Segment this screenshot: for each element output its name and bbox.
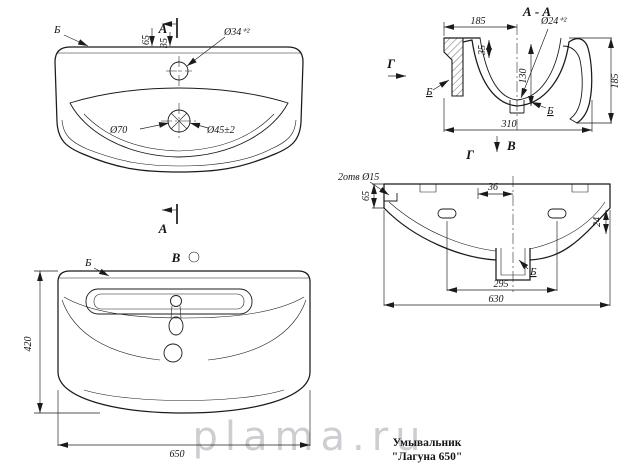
section-title: А - А [522, 4, 552, 19]
leader-dia70 [139, 122, 170, 130]
dim-label-65: 65 [141, 35, 152, 45]
leader-b [518, 259, 529, 270]
leader-dia24 [520, 28, 549, 99]
top-notch-left [419, 184, 437, 193]
dim-label-185-top: 185 [471, 16, 486, 27]
dim-label-dia45: Ø45±2 [206, 125, 235, 136]
surface-label-b1: Б [425, 86, 433, 98]
inner-bottom-arc [61, 119, 297, 167]
product-title-line1: Умывальник [393, 437, 462, 449]
basin-inner-arc [83, 113, 275, 152]
section-a-a-view: А - А 185 Ø24⁺² 35 130 185 310 Г Б Б В [386, 4, 621, 153]
left-step [384, 193, 398, 202]
dim-label-130: 130 [518, 69, 529, 84]
dim-label-65: 65 [361, 191, 372, 201]
holes-note-label: 2отв Ø15 [338, 172, 379, 183]
view-label-v: В [506, 138, 516, 153]
dim-label-420: 420 [23, 337, 34, 352]
leader-b1 [432, 79, 450, 91]
bowl-sweep-right [207, 299, 307, 361]
title-block: Умывальник "Лагуна 650" [392, 437, 463, 463]
dim-label-dia24: Ø24⁺² [540, 16, 568, 27]
leader-dia34 [186, 36, 226, 67]
front-rim-outer [568, 38, 593, 124]
drain-front [163, 343, 183, 363]
ext-630 [383, 210, 611, 306]
dim-label-295: 295 [494, 279, 509, 290]
faucet-centerlines [166, 56, 192, 86]
dim-label-630: 630 [489, 294, 504, 305]
front-outline [57, 270, 311, 414]
dim-label-650: 650 [170, 449, 185, 460]
overflow-slot [93, 293, 245, 310]
ext-185-right [569, 37, 612, 124]
bottom-shadow-arc [83, 389, 285, 401]
view-v-front: В Б 420 650 [23, 250, 311, 460]
view-label-g: Г [386, 56, 395, 71]
back-apron-hatched [443, 37, 464, 97]
sink-outline [54, 46, 304, 173]
mount-slot-left [437, 208, 457, 219]
faucet-stem [170, 305, 182, 319]
product-title-line2: "Лагуна 650" [392, 451, 463, 463]
drain-outlet [509, 100, 525, 114]
front-rim-inner [562, 45, 583, 124]
faucet-body [168, 316, 184, 336]
top-notch-right [571, 184, 589, 193]
leader-b [93, 267, 110, 277]
drain-centerlines [161, 103, 197, 139]
ext-650 [57, 390, 311, 446]
ext-310 [443, 98, 593, 132]
dim-label-185-right: 185 [610, 74, 621, 89]
surface-label-b: Б [53, 24, 61, 36]
bottom-arc-left [383, 207, 497, 261]
ext-295 [446, 221, 558, 291]
dim-label-dia70: Ø70 [109, 125, 127, 136]
dim-label-dia34: Ø34⁺² [223, 27, 251, 38]
bowl-arc-1 [63, 296, 305, 319]
dim-label-310: 310 [501, 119, 517, 130]
watermark-text: plama.ru [192, 414, 427, 460]
dim-label-35: 35 [477, 45, 488, 56]
bottom-arc-right [529, 207, 611, 261]
top-plan-view: Б Ø34⁺² 65 35 А А Ø70 Ø45±2 [53, 18, 304, 236]
dim-label-35: 35 [159, 38, 170, 49]
view-g-underside: Г 2отв Ø15 36 65 24 295 630 Б [338, 147, 611, 308]
faucet-hole-front [170, 295, 182, 307]
surface-label-b2: Б [546, 105, 554, 117]
leader-b [63, 34, 89, 47]
dim-label-36: 36 [487, 182, 498, 193]
surface-label-b: Б [529, 266, 537, 278]
backsplash-panel [85, 288, 253, 315]
view-title-g: Г [465, 147, 474, 162]
bowl-sweep-left [61, 299, 161, 361]
basin-opening [69, 87, 289, 158]
surface-label-b: Б [84, 257, 92, 269]
section-label-a-bottom: А [158, 221, 168, 236]
view-title-v: В [171, 250, 181, 265]
leader-dia45 [189, 122, 209, 129]
mount-slot-right [547, 208, 567, 219]
drain-cross [170, 112, 188, 130]
section-label-a-top: А [158, 21, 168, 36]
view-label-circle [188, 251, 200, 263]
leader-b2 [530, 101, 547, 109]
dim-label-24: 24 [592, 217, 603, 227]
